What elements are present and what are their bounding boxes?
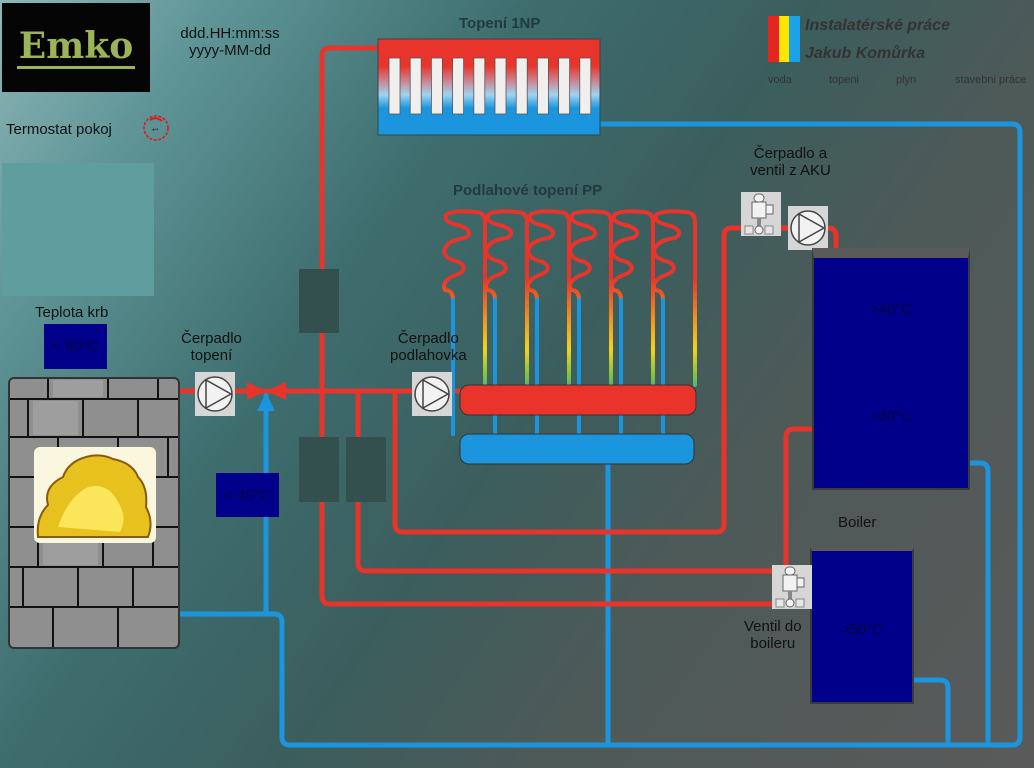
fireplace[interactable] bbox=[8, 377, 180, 649]
floor-heating-loop bbox=[652, 209, 697, 436]
radiator-fin bbox=[388, 57, 401, 115]
fireplace-label: Teplota krb bbox=[35, 304, 109, 321]
radiator-fin bbox=[558, 57, 570, 115]
radiator-fin bbox=[473, 57, 486, 115]
aku-valve-icon[interactable] bbox=[741, 192, 781, 236]
time-text: ddd.HH:mm:ss bbox=[180, 25, 280, 42]
brand-nav-stavebni[interactable]: stavebni práce bbox=[955, 74, 1027, 86]
brand-line2: Jakub Komůrka bbox=[805, 45, 926, 62]
date-text: yyyy-MM-dd bbox=[189, 42, 271, 59]
boiler-label: Boiler bbox=[838, 514, 877, 531]
status-block-1 bbox=[299, 269, 339, 333]
hot-manifold bbox=[459, 384, 697, 416]
aku-temp-bottom: >30°C bbox=[869, 408, 913, 425]
radiator-fin bbox=[409, 57, 422, 115]
brand-nav-plyn[interactable]: plyn bbox=[896, 74, 917, 86]
boiler-tank[interactable]: >50°C bbox=[810, 547, 914, 704]
aku-pump-icon[interactable] bbox=[788, 206, 828, 250]
floor-heating-loop bbox=[484, 209, 529, 436]
thermostat-panel[interactable] bbox=[2, 163, 154, 296]
status-block-3 bbox=[346, 437, 386, 502]
floor-heating-loop bbox=[526, 209, 571, 436]
brand-bar-yellow bbox=[778, 16, 790, 62]
floor-heating-loop bbox=[442, 209, 487, 436]
boiler-temp: >50°C bbox=[840, 621, 884, 638]
radiator-1np bbox=[377, 38, 601, 136]
emko-logo: Emko bbox=[2, 3, 150, 92]
floor-heating-title: Podlahové topení PP bbox=[453, 182, 603, 199]
floor-heating-loop bbox=[568, 209, 613, 436]
brand-bar-red bbox=[768, 16, 779, 62]
return-temp: < 45°C bbox=[216, 473, 279, 517]
datetime-display: ddd.HH:mm:ss yyyy-MM-dd bbox=[160, 25, 300, 59]
three-way-valve bbox=[247, 382, 286, 411]
brand-logo bbox=[768, 16, 801, 62]
svg-text:●••: ●•• bbox=[152, 127, 159, 133]
thermostat-dial-icon[interactable]: ●•• bbox=[140, 112, 172, 144]
brand-line1: Instalatérské práce bbox=[805, 17, 950, 34]
thermostat-label: Termostat pokoj bbox=[6, 121, 112, 138]
radiator-fin bbox=[537, 57, 549, 115]
boiler-valve-label: Ventil do boileru bbox=[744, 618, 802, 652]
brand-bar-blue bbox=[789, 16, 801, 62]
floor-pump-icon[interactable] bbox=[412, 372, 452, 416]
aku-tank[interactable]: >40°C >30°C bbox=[812, 248, 970, 490]
brand-nav-voda[interactable]: voda bbox=[768, 74, 792, 86]
cold-manifold bbox=[459, 433, 695, 465]
heating-pump-icon[interactable] bbox=[195, 372, 235, 416]
radiator-fin bbox=[452, 57, 465, 115]
aku-pump-label: Čerpadlo a ventil z AKU bbox=[750, 145, 831, 179]
boiler-valve-icon[interactable] bbox=[772, 565, 812, 609]
aku-temp-top: >40°C bbox=[869, 301, 913, 318]
fireplace-temp: < 60°C bbox=[44, 324, 107, 369]
radiator-fin bbox=[430, 57, 443, 115]
floor-pump-label: Čerpadlo podlahovka bbox=[390, 330, 467, 364]
radiator-title: Topení 1NP bbox=[459, 15, 541, 32]
radiator-fin bbox=[579, 57, 592, 115]
radiator-fin bbox=[494, 57, 507, 115]
floor-heating-loop bbox=[610, 209, 655, 436]
brand-nav-topeni[interactable]: topeni bbox=[829, 74, 859, 86]
status-block-2 bbox=[299, 437, 339, 502]
radiator-fin bbox=[515, 57, 528, 115]
heating-pump-label: Čerpadlo topení bbox=[181, 330, 242, 364]
